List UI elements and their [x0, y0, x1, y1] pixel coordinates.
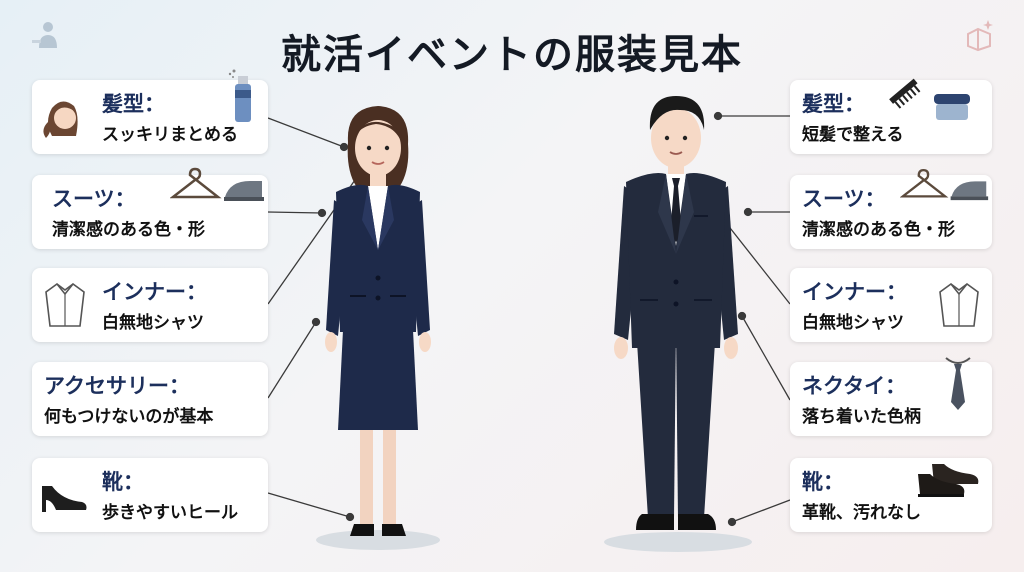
hanger-icon	[170, 167, 264, 201]
card-left-hair-text: スッキリまとめる	[102, 125, 238, 145]
card-left-inner: インナー： 白無地シャツ	[32, 268, 268, 342]
woman-shoe-left	[350, 524, 374, 536]
man-trouser-right	[676, 326, 716, 518]
heel-shoe-icon	[42, 486, 87, 512]
card-left-hair-heading: 髪型：	[102, 92, 165, 116]
wax-jar-icon	[934, 94, 970, 120]
man-hair	[649, 96, 705, 130]
shirt-icon	[45, 283, 85, 327]
man-shoe-left	[636, 514, 674, 530]
page-title: 就活イベントの服装見本	[281, 32, 743, 78]
card-right-shoes-text: 革靴、汚れなし	[802, 503, 921, 523]
card-left-hair: 髪型： スッキリまとめる	[32, 69, 268, 154]
hanger-iron-icon	[900, 168, 989, 201]
card-left-inner-heading: インナー：	[102, 280, 207, 304]
man-shadow	[604, 532, 752, 552]
woman-shadow	[316, 530, 440, 550]
card-left-shoes: 靴： 歩きやすいヒール	[32, 458, 268, 532]
shirt-icon	[939, 283, 979, 327]
card-left-accessory-heading: アクセサリー：	[44, 374, 190, 398]
card-left-shoes-text: 歩きやすいヒール	[102, 503, 238, 523]
dress-shoes-icon	[918, 464, 979, 497]
woman-hair-icon	[43, 101, 78, 138]
woman-shoe-right	[382, 524, 406, 536]
man-trouser-left	[636, 326, 676, 518]
necktie-icon	[945, 357, 971, 410]
card-left-shoes-heading: 靴：	[102, 470, 144, 494]
card-right-hair-heading: 髪型：	[802, 92, 865, 116]
card-right-shoes-heading: 靴：	[802, 470, 844, 494]
card-left-suit-heading: スーツ：	[52, 187, 136, 211]
card-right-suit-heading: スーツ：	[802, 187, 886, 211]
hairspray-icon	[228, 69, 251, 122]
card-right-tie-heading: ネクタイ：	[802, 374, 907, 398]
man-face	[651, 108, 701, 168]
card-right-shoes: 靴： 革靴、汚れなし	[790, 458, 992, 532]
sparkle-box-icon	[967, 20, 993, 52]
woman-leg-left	[360, 428, 373, 528]
card-right-inner: インナー： 白無地シャツ	[790, 268, 992, 342]
card-left-accessory: アクセサリー： 何もつけないのが基本	[32, 362, 268, 436]
woman-figure	[316, 106, 440, 550]
card-right-tie: ネクタイ： 落ち着いた色柄	[790, 357, 992, 436]
card-right-suit: スーツ： 清潔感のある色・形	[790, 168, 992, 249]
man-tie	[670, 186, 682, 242]
man-figure	[604, 96, 752, 552]
card-right-inner-heading: インナー：	[802, 280, 907, 304]
card-right-tie-text: 落ち着いた色柄	[802, 407, 921, 427]
woman-leg-right	[383, 428, 396, 528]
card-right-hair-text: 短髪で整える	[802, 125, 904, 145]
comb-icon	[889, 78, 921, 109]
person-icon	[32, 22, 57, 48]
card-left-suit: スーツ： 清潔感のある色・形	[32, 167, 268, 249]
card-left-inner-text: 白無地シャツ	[102, 313, 204, 333]
woman-skirt	[338, 310, 418, 430]
card-right-inner-text: 白無地シャツ	[802, 313, 904, 333]
card-left-accessory-text: 何もつけないのが基本	[44, 407, 214, 427]
card-right-suit-text: 清潔感のある色・形	[802, 220, 955, 240]
woman-face	[355, 120, 401, 176]
woman-shirt	[368, 186, 388, 250]
man-shoe-right	[678, 514, 716, 530]
card-left-suit-text: 清潔感のある色・形	[52, 220, 205, 240]
card-right-hair: 髪型： 短髪で整える	[790, 78, 992, 154]
